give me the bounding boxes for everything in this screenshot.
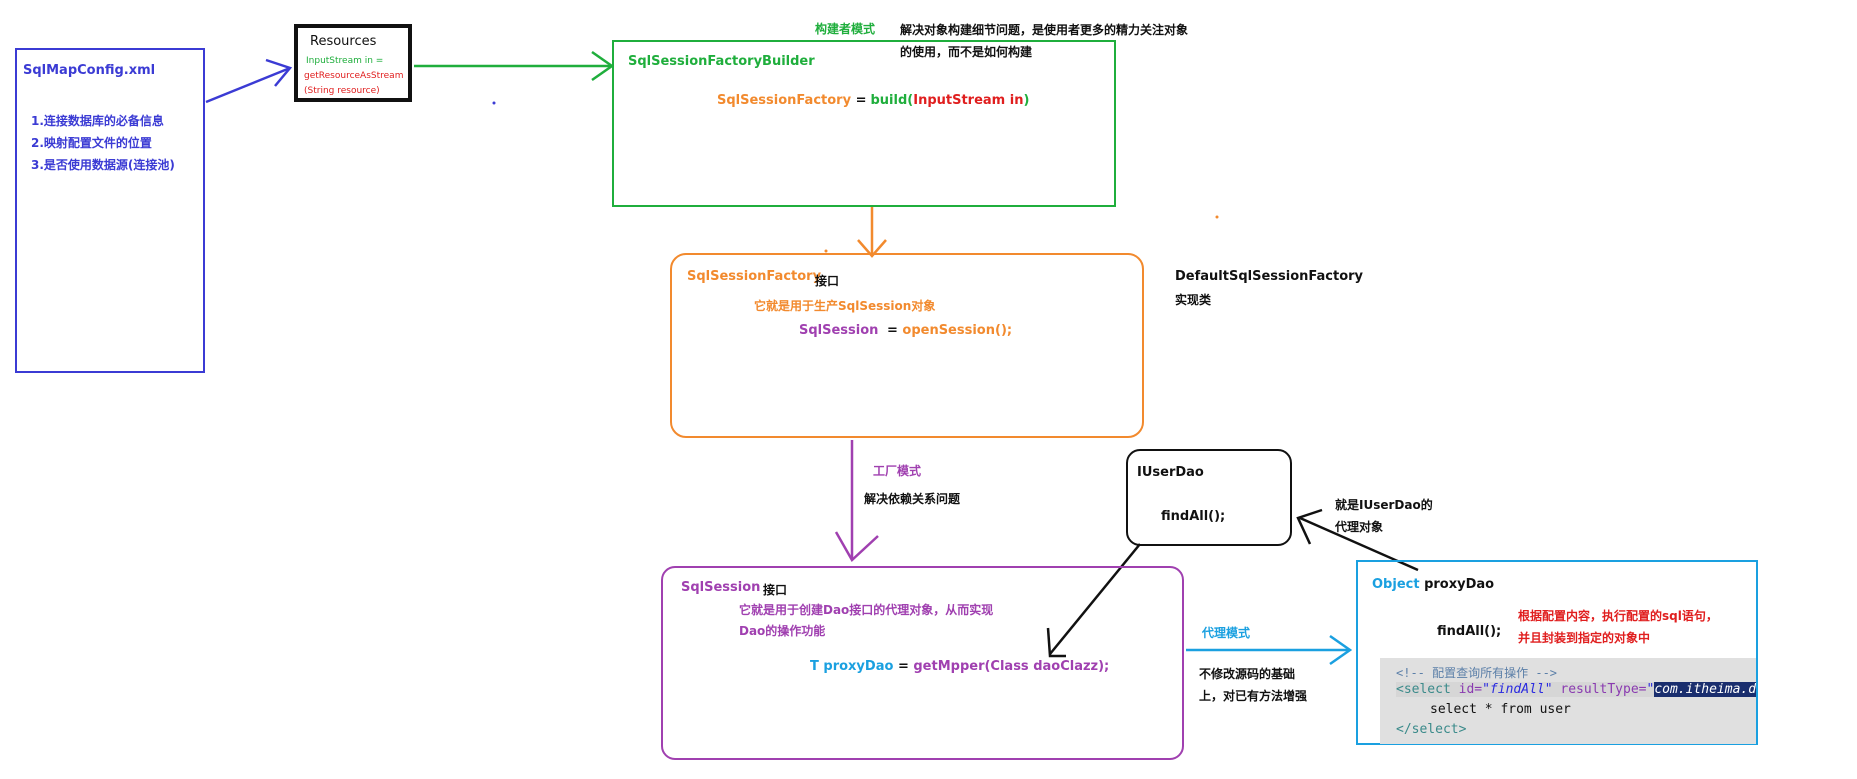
- resources-line-1: InputStream in =: [306, 56, 384, 66]
- proxy-title-type: Object: [1372, 577, 1420, 592]
- arrow-config-to-resources: [205, 58, 293, 104]
- builder-code-eq: =: [855, 93, 867, 108]
- factory-kind: 接口: [815, 274, 840, 288]
- factory-title: SqlSessionFactory: [687, 269, 822, 284]
- impl-kind: 实现类: [1175, 293, 1212, 307]
- proxy-note-2: 上，对已有方法增强: [1199, 689, 1308, 703]
- stray-dot: [824, 249, 828, 253]
- proxy-title-name: proxyDao: [1424, 577, 1495, 592]
- proxy-method: findAll();: [1437, 624, 1502, 639]
- builder-code: SqlSessionFactory =build(InputStream in): [717, 93, 1029, 108]
- factory-desc: 它就是用于生产SqlSession对象: [754, 299, 936, 313]
- session-box: SqlSession 接口 它就是用于创建Dao接口的代理对象，从而实现 Dao…: [661, 566, 1184, 760]
- code-id-attr: id=: [1458, 682, 1483, 697]
- arrow-builder-to-factory: [857, 207, 887, 258]
- iuserdao-proxy-note-2: 代理对象: [1335, 520, 1384, 534]
- session-code-left: T proxyDao: [810, 659, 894, 674]
- code-line-select: <select id="findAll" resultType="com.ith…: [1396, 682, 1756, 697]
- builder-code-type: SqlSessionFactory: [717, 93, 852, 108]
- code-line-sql: select * from user: [1430, 702, 1571, 717]
- session-code-eq: =: [897, 659, 909, 674]
- stray-dot: [1215, 215, 1219, 219]
- builder-code-call: build(: [870, 93, 914, 108]
- resources-box: Resources InputStream in = getResourceAs…: [294, 24, 412, 102]
- resources-title: Resources: [310, 34, 377, 49]
- factory-pattern-note: 解决依赖关系问题: [864, 492, 961, 506]
- factory-code: SqlSession = openSession();: [799, 323, 1012, 338]
- iuserdao-title: IUserDao: [1137, 465, 1204, 480]
- resources-line-3: (String resource): [304, 86, 380, 96]
- builder-code-close: ): [1023, 93, 1030, 108]
- code-line-comment: <!-- 配置查询所有操作 -->: [1396, 666, 1558, 680]
- session-code: T proxyDao = getMpper(Class daoClazz);: [810, 659, 1109, 674]
- builder-title: SqlSessionFactoryBuilder: [628, 54, 815, 69]
- session-code-call: getMpper(Class daoClazz);: [913, 659, 1110, 674]
- builder-note-1: 解决对象构建细节问题，是使用者更多的精力关注对象: [900, 23, 1189, 37]
- proxy-pattern-label: 代理模式: [1202, 626, 1251, 640]
- code-id-val: "findAll": [1482, 682, 1553, 697]
- config-item-3: 3.是否使用数据源(连接池): [31, 158, 175, 172]
- factory-box: SqlSessionFactory 接口 它就是用于生产SqlSession对象…: [670, 253, 1144, 438]
- builder-pattern-label: 构建者模式: [815, 22, 876, 36]
- proxy-exec-note-1: 根据配置内容，执行配置的sql语句，: [1518, 609, 1718, 623]
- code-select-open: <select: [1396, 682, 1451, 697]
- iuserdao-box: IUserDao findAll();: [1126, 449, 1292, 546]
- code-rt-quote: ": [1646, 682, 1655, 697]
- impl-name: DefaultSqlSessionFactory: [1175, 269, 1364, 284]
- builder-box: SqlSessionFactoryBuilder SqlSessionFacto…: [612, 40, 1116, 207]
- arrow-resources-to-builder: [414, 50, 615, 82]
- code-rt-attr: resultType=: [1560, 682, 1647, 697]
- proxy-title: Object proxyDao: [1372, 577, 1494, 592]
- config-title: SqlMapConfig.xml: [23, 63, 156, 78]
- iuserdao-method: findAll();: [1161, 509, 1226, 524]
- config-item-1: 1.连接数据库的必备信息: [31, 114, 164, 128]
- stray-dot: [492, 101, 496, 105]
- code-line-close: </select>: [1396, 722, 1467, 737]
- config-box: SqlMapConfig.xml 1.连接数据库的必备信息 2.映射配置文件的位…: [15, 48, 205, 373]
- factory-code-type: SqlSession: [799, 323, 879, 338]
- session-desc-2: Dao的操作功能: [739, 624, 826, 638]
- config-item-2: 2.映射配置文件的位置: [31, 136, 152, 150]
- session-desc-1: 它就是用于创建Dao接口的代理对象，从而实现: [739, 603, 994, 617]
- code-rt-val: com.itheima.domain.: [1654, 682, 1756, 697]
- arrow-iuserdao-to-session: [1046, 543, 1141, 658]
- resources-line-2: getResourceAsStream: [304, 71, 404, 81]
- session-kind: 接口: [763, 583, 788, 597]
- builder-code-arg: InputStream in: [913, 93, 1024, 108]
- iuserdao-proxy-note-1: 就是IUserDao的: [1335, 498, 1433, 512]
- proxy-exec-note-2: 并且封装到指定的对象中: [1518, 631, 1651, 645]
- factory-code-eq: =: [886, 323, 898, 338]
- builder-note-2: 的使用，而不是如何构建: [900, 45, 1033, 59]
- factory-code-call: openSession();: [902, 323, 1013, 338]
- proxy-note-1: 不修改源码的基础: [1199, 667, 1296, 681]
- session-title: SqlSession: [681, 580, 761, 595]
- proxy-box: Object proxyDao findAll(); 根据配置内容，执行配置的s…: [1356, 560, 1758, 745]
- arrow-session-to-proxy: [1186, 634, 1353, 666]
- arrow-factory-to-session: [834, 440, 879, 562]
- factory-pattern-label: 工厂模式: [873, 464, 922, 478]
- code-snippet: <!-- 配置查询所有操作 --> <select id="findAll" r…: [1380, 658, 1756, 744]
